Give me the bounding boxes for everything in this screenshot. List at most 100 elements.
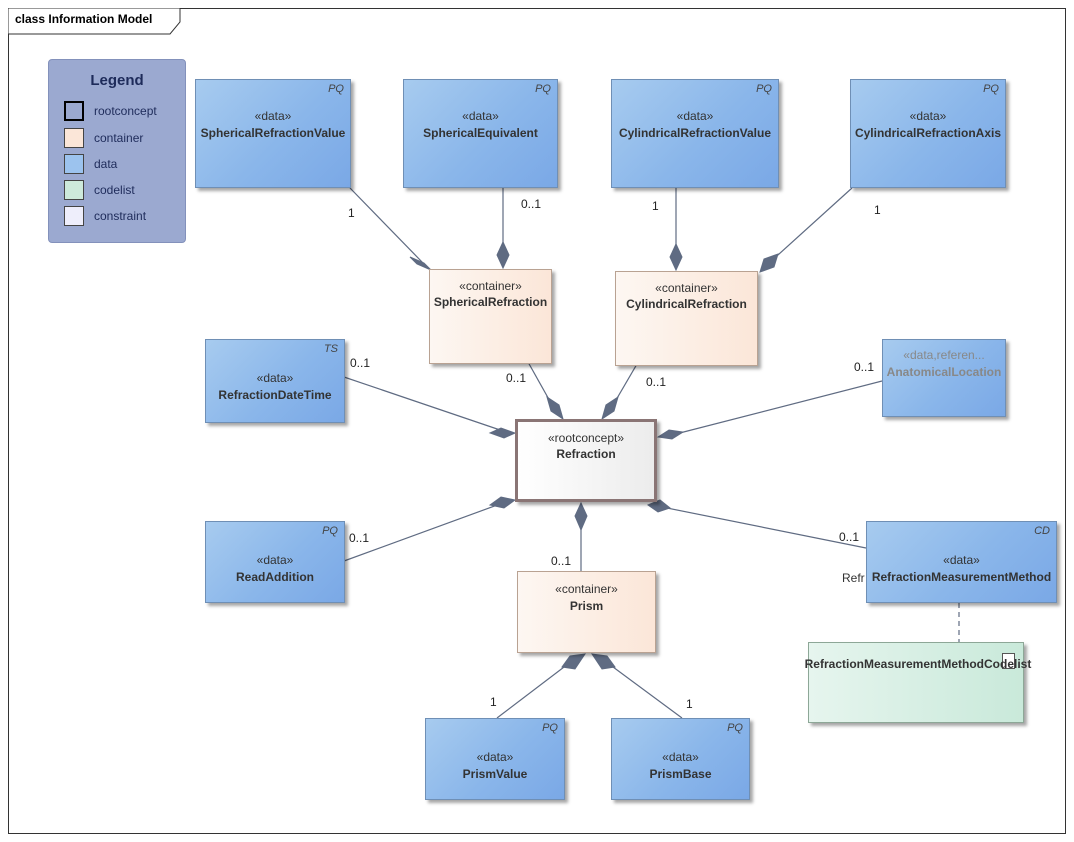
diamond-prism-value — [561, 653, 587, 670]
type-tag: PQ — [983, 83, 999, 95]
edge-prism-base — [608, 663, 683, 719]
node-name: CylindricalRefractionAxis — [854, 126, 1002, 140]
multiplicity-label: 0..1 — [854, 360, 875, 374]
legend-label: container — [94, 131, 144, 145]
multiplicity-label: 0..1 — [349, 531, 370, 545]
node-name: SphericalEquivalent — [423, 126, 538, 140]
node-prism-value[interactable]: PQ «data» PrismValue — [425, 718, 565, 800]
type-tag: PQ — [328, 83, 344, 95]
type-tag: PQ — [756, 83, 772, 95]
diamond-spherical-refraction — [546, 395, 564, 421]
node-name: SphericalRefractionValue — [200, 126, 346, 140]
multiplicity-label: 1 — [686, 697, 693, 711]
multiplicity-label: 1 — [652, 199, 659, 213]
overlapping-label: Refr — [842, 571, 865, 585]
legend-label: constraint — [94, 209, 147, 223]
diamond-prism-base — [590, 653, 616, 670]
node-cylindrical-refraction-value[interactable]: PQ «data» CylindricalRefractionValue — [611, 79, 779, 188]
multiplicity-label: 0..1 — [521, 197, 542, 211]
node-refraction-date-time[interactable]: TS «data» RefractionDateTime — [205, 339, 345, 423]
container-swatch — [64, 128, 84, 148]
node-anatomical-location[interactable]: «data,referen... AnatomicalLocation — [882, 339, 1006, 417]
multiplicity-label: 1 — [874, 203, 881, 217]
constraint-swatch — [64, 206, 84, 226]
diamond-cylindrical-axis — [759, 253, 779, 273]
stereotype-label: «data,referen... — [903, 348, 985, 362]
edge-read-addition — [343, 503, 501, 562]
node-refraction-measurement-method[interactable]: CD «data» RefractionMeasurementMethod Re… — [842, 521, 1057, 603]
node-name: RefractionDateTime — [218, 388, 332, 402]
diamond-prism — [574, 501, 588, 532]
legend: Legend rootconcept container data codeli… — [48, 59, 186, 243]
stereotype-label: «container» — [555, 582, 618, 596]
stereotype-label: «data» — [254, 109, 292, 123]
node-name: CylindricalRefractionValue — [618, 126, 772, 140]
node-cylindrical-refraction-axis[interactable]: PQ «data» CylindricalRefractionAxis — [850, 79, 1006, 188]
diagram-frame — [8, 8, 1066, 834]
edge-anatomical-location — [667, 380, 883, 437]
multiplicity-label: 0..1 — [551, 554, 572, 568]
stereotype-label: «data» — [662, 750, 699, 764]
multiplicity-label: 0..1 — [646, 375, 667, 389]
type-tag: PQ — [322, 525, 338, 537]
legend-label: data — [94, 157, 118, 171]
edge-measurement-method — [661, 506, 867, 549]
frame-title: class Information Model — [15, 12, 153, 26]
stereotype-label: «data» — [256, 371, 294, 385]
edge-cylindrical-axis — [767, 187, 853, 265]
node-spherical-refraction[interactable]: «container» SphericalRefraction — [429, 269, 552, 364]
node-spherical-refraction-value[interactable]: PQ «data» SphericalRefractionValue — [195, 79, 351, 188]
node-measurement-method-codelist[interactable]: RefractionMeasurementMethodCodelist — [805, 642, 1031, 723]
node-prism-base[interactable]: PQ «data» PrismBase — [611, 718, 750, 800]
node-name: PrismValue — [462, 767, 528, 781]
diamond-read-addition — [488, 496, 517, 509]
node-name: CylindricalRefraction — [626, 297, 747, 311]
multiplicity-label: 0..1 — [839, 530, 860, 544]
diamond-date-time — [488, 427, 517, 439]
type-tag: PQ — [727, 722, 743, 734]
node-prism[interactable]: «container» Prism — [517, 571, 656, 653]
stereotype-label: «container» — [655, 281, 718, 295]
node-name: ReadAddition — [236, 570, 314, 584]
node-refraction-root[interactable]: «rootconcept» Refraction — [515, 419, 657, 502]
type-tag: PQ — [542, 722, 558, 734]
stereotype-label: «data» — [256, 553, 294, 567]
stereotype-label: «rootconcept» — [547, 431, 625, 445]
node-name: PrismBase — [649, 767, 712, 781]
document-icon — [1002, 653, 1015, 669]
diamond-spherical-value — [409, 256, 432, 271]
legend-title: Legend — [90, 72, 144, 89]
edge-date-time — [343, 376, 507, 433]
diamond-cylindrical-refraction — [601, 395, 619, 421]
edge-spherical-value — [349, 187, 424, 264]
node-name: Refraction — [556, 447, 616, 461]
stereotype-label: «data» — [676, 109, 714, 123]
edge-prism-value — [496, 663, 569, 719]
stereotype-label: «data» — [462, 109, 499, 123]
node-name: RefractionMeasurementMethodCodelist — [804, 657, 1032, 671]
type-tag: TS — [323, 343, 338, 355]
node-cylindrical-refraction[interactable]: «container» CylindricalRefraction — [615, 271, 758, 366]
multiplicity-label: 0..1 — [350, 356, 371, 370]
node-name: Prism — [569, 599, 604, 613]
node-read-addition[interactable]: PQ «data» ReadAddition — [205, 521, 345, 603]
diamond-anatomical-location — [656, 429, 685, 440]
node-spherical-equivalent[interactable]: PQ «data» SphericalEquivalent — [403, 79, 558, 188]
multiplicity-label: 1 — [490, 695, 497, 709]
node-name: SphericalRefraction — [433, 295, 548, 309]
stereotype-label: «data» — [909, 109, 947, 123]
node-name: RefractionMeasurementMethod — [871, 570, 1052, 584]
legend-label: rootconcept — [94, 104, 157, 118]
stereotype-label: «container» — [459, 279, 522, 293]
rootconcept-swatch — [64, 101, 84, 121]
diamond-cylindrical-value — [669, 242, 683, 272]
legend-label: codelist — [94, 183, 135, 197]
stereotype-label: «data» — [943, 553, 980, 567]
stereotype-label: «data» — [476, 750, 514, 764]
node-name: AnatomicalLocation — [886, 365, 1002, 379]
multiplicity-label: 1 — [348, 206, 355, 220]
data-swatch — [64, 154, 84, 174]
type-tag: CD — [1034, 525, 1050, 537]
type-tag: PQ — [535, 83, 551, 95]
